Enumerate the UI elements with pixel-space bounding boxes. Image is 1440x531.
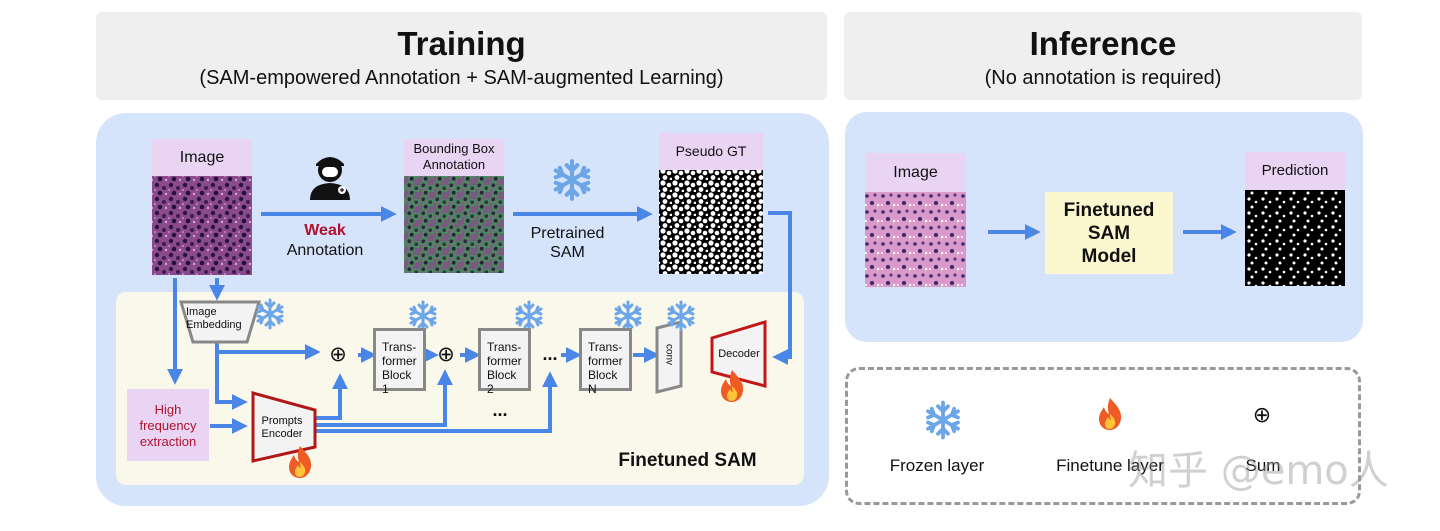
- transformer-block-2: Trans- former Block 2: [478, 328, 531, 396]
- pretrained-sam-label: Pretrained SAM: [520, 224, 615, 262]
- block1-line1: Trans-: [382, 340, 417, 354]
- snowflake-icon: [556, 161, 588, 199]
- snowflake-icon: [614, 300, 642, 332]
- legend-sum-symbol: ⊕: [1252, 403, 1272, 428]
- image-embedding-shape: [178, 300, 262, 344]
- legend-sum-label: Sum: [1245, 456, 1281, 475]
- snowflake-icon: [926, 400, 960, 440]
- training-title: Training: [397, 25, 526, 62]
- inference-image: [865, 192, 966, 287]
- snowflake-icon: [667, 300, 695, 332]
- blockN-line3: Block N: [588, 368, 618, 396]
- inference-header: Inference (No annotation is required): [844, 12, 1362, 100]
- training-header: Training (SAM-empowered Annotation + SAM…: [96, 12, 827, 100]
- fire-icon: [1099, 398, 1122, 430]
- annotation-label: Annotation: [286, 242, 364, 259]
- prediction-label: Prediction: [1245, 152, 1345, 190]
- decoder-label: Decoder: [718, 348, 760, 360]
- block1-line2: former: [382, 354, 417, 368]
- block2-line3: Block 2: [487, 368, 517, 396]
- decoder-shape: [710, 319, 767, 388]
- ellipsis-horizontal: ...: [542, 344, 558, 364]
- snowflake-icon: [409, 300, 437, 332]
- legend-finetune-label: Finetune layer: [1056, 456, 1164, 475]
- model-line2: SAM: [1087, 223, 1131, 244]
- ellipsis-lower: ...: [492, 400, 508, 420]
- high-frequency-extraction-box: High frequency extraction: [127, 389, 209, 461]
- sum-symbol-1: ⊕: [329, 342, 347, 366]
- conv-label: conv: [663, 343, 675, 366]
- model-line3: Model: [1081, 246, 1137, 267]
- high-freq-line1: High: [154, 402, 182, 417]
- inference-title: Inference: [1029, 25, 1177, 62]
- bounding-box-label-line1: Bounding Box: [413, 141, 495, 156]
- image-embedding-label: Image Embedding: [186, 306, 256, 332]
- image-embedding-line2: Embedding: [186, 319, 242, 331]
- blockN-line2: former: [588, 354, 623, 368]
- pretrained-line1: Pretrained: [530, 225, 605, 242]
- watermark: 知乎 @emo人: [1128, 448, 1389, 494]
- inference-image-label: Image: [865, 153, 966, 192]
- finetuned-sam-model-box: Finetuned SAM Model: [1045, 192, 1173, 274]
- high-freq-line2: frequency: [139, 418, 197, 433]
- annotator-person-icon: [310, 157, 350, 200]
- block2-line2: former: [487, 354, 522, 368]
- weak-label: Weak: [304, 222, 346, 239]
- image-label: Image: [152, 139, 252, 176]
- training-subtitle: (SAM-empowered Annotation + SAM-augmente…: [199, 67, 724, 89]
- finetuned-sam-label: Finetuned SAM: [618, 450, 757, 471]
- blockN-line1: Trans-: [588, 340, 623, 354]
- prediction-image: [1245, 190, 1345, 286]
- bounding-box-image: [404, 176, 504, 273]
- prompts-encoder-shape: [251, 391, 317, 463]
- model-line1: Finetuned: [1063, 200, 1155, 221]
- prompts-encoder-line1: Prompts: [261, 415, 303, 427]
- bounding-box-label-line2: Annotation: [422, 157, 486, 172]
- pretrained-line2: SAM: [550, 244, 585, 261]
- prompts-encoder-label: Prompts Encoder: [254, 415, 310, 441]
- block2-line1: Trans-: [487, 340, 522, 354]
- sum-symbol-2: ⊕: [437, 342, 455, 366]
- training-arrows: [167, 206, 792, 434]
- high-freq-line3: extraction: [139, 434, 197, 449]
- prompts-encoder-line2: Encoder: [261, 428, 303, 440]
- transformer-block-1: Trans- former Block 1: [373, 328, 426, 396]
- legend-box: [845, 367, 1361, 505]
- inference-subtitle: (No annotation is required): [984, 67, 1222, 89]
- histology-image: [152, 176, 252, 275]
- bounding-box-label: Bounding Box Annotation: [404, 139, 504, 176]
- snowflake-icon: [256, 298, 284, 330]
- image-embedding-line1: Image: [186, 306, 217, 318]
- block1-line3: Block 1: [382, 368, 412, 396]
- pseudo-gt-label: Pseudo GT: [659, 133, 763, 170]
- pseudo-gt-image: [659, 170, 763, 274]
- transformer-block-n: Trans- former Block N: [579, 328, 632, 396]
- snowflake-icon: [515, 300, 543, 332]
- legend-frozen-label: Frozen layer: [889, 456, 985, 475]
